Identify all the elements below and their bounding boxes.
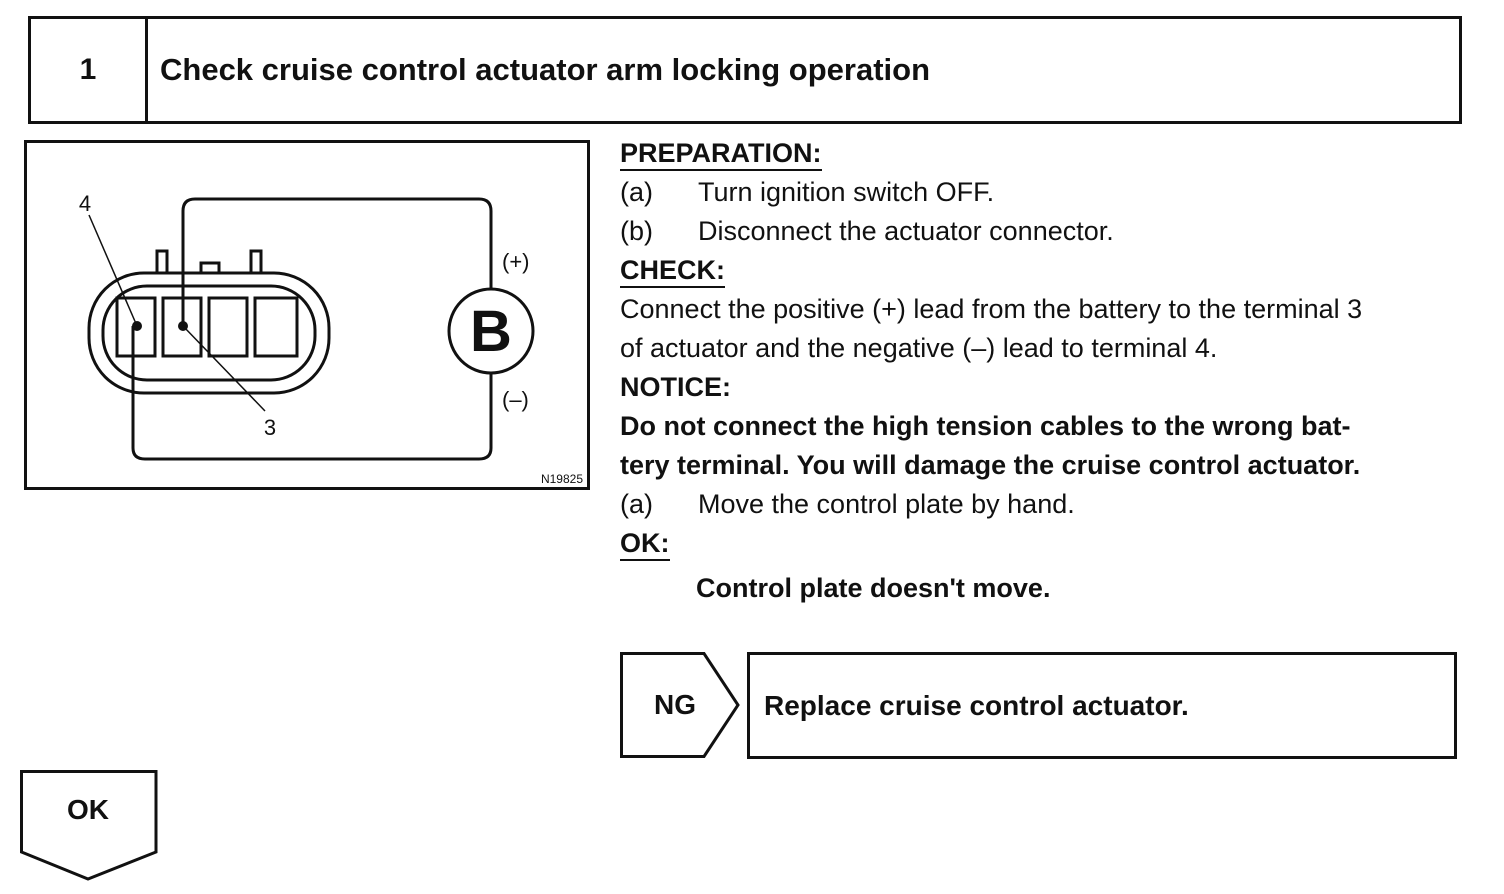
ng-label: NG bbox=[654, 689, 696, 720]
ok-label: OK bbox=[67, 794, 109, 825]
notice-line-2: tery terminal. You will damage the cruis… bbox=[620, 450, 1361, 480]
positive-lead-wire bbox=[181, 197, 493, 326]
negative-lead-wire bbox=[131, 326, 493, 461]
terminal-3-leader bbox=[182, 325, 266, 412]
ok-flow-box: OK bbox=[20, 770, 160, 882]
terminal-cavity-4 bbox=[115, 296, 157, 358]
item-letter: (b) bbox=[620, 216, 653, 246]
preparation-item-b: (b) Disconnect the actuator connector. bbox=[620, 212, 1470, 251]
check-line-1: Connect the positive (+) lead from the b… bbox=[620, 294, 1363, 324]
step-header: 1 Check cruise control actuator arm lock… bbox=[28, 16, 1462, 124]
connector-tab-center bbox=[199, 261, 221, 273]
battery-symbol bbox=[447, 287, 535, 375]
item-letter: (a) bbox=[620, 489, 653, 519]
check-line-2: of actuator and the negative (–) lead to… bbox=[620, 333, 1218, 363]
item-text: Move the control plate by hand. bbox=[698, 489, 1075, 519]
terminal-cavity-2 bbox=[207, 296, 249, 358]
ng-arrow-shape bbox=[620, 652, 740, 758]
terminal-4-label: 4 bbox=[79, 191, 91, 216]
item-text: Turn ignition switch OFF. bbox=[698, 177, 995, 207]
terminal-4-leader bbox=[88, 214, 138, 327]
negative-label: (–) bbox=[502, 387, 529, 412]
step-number: 1 bbox=[31, 19, 148, 121]
ok-spec-result: Control plate doesn't move. bbox=[696, 573, 1051, 603]
connector-tab-right bbox=[249, 249, 263, 273]
positive-label: (+) bbox=[502, 249, 530, 274]
ng-action-box: Replace cruise control actuator. bbox=[747, 652, 1457, 759]
procedure-text: PREPARATION: (a) Turn ignition switch OFF… bbox=[620, 134, 1470, 608]
connector-outer-shell bbox=[87, 271, 331, 395]
connector-diagram: B 4 3 (+) (–) N19825 bbox=[24, 140, 590, 490]
preparation-item-a: (a) Turn ignition switch OFF. bbox=[620, 173, 1470, 212]
terminal-cavity-1 bbox=[253, 296, 299, 358]
connector-inner-shell bbox=[101, 284, 317, 382]
ok-arrow-shape bbox=[20, 770, 158, 881]
notice-heading: NOTICE: bbox=[620, 372, 731, 402]
figure-code: N19825 bbox=[541, 472, 583, 486]
preparation-heading: PREPARATION: bbox=[620, 134, 1470, 173]
ng-flow-box: NG bbox=[620, 652, 740, 758]
connector-tab-left bbox=[155, 249, 169, 273]
step-a: (a) Move the control plate by hand. bbox=[620, 485, 1470, 524]
ok-spec-heading: OK: bbox=[620, 524, 1470, 563]
step-title: Check cruise control actuator arm lockin… bbox=[160, 52, 931, 87]
battery-letter: B bbox=[470, 299, 512, 364]
notice-line-1: Do not connect the high tension cables t… bbox=[620, 411, 1351, 441]
terminal-3-label: 3 bbox=[264, 415, 276, 440]
item-letter: (a) bbox=[620, 177, 653, 207]
item-text: Disconnect the actuator connector. bbox=[698, 216, 1114, 246]
connector-diagram-svg: B 4 3 (+) (–) N19825 bbox=[79, 191, 583, 486]
check-heading: CHECK: bbox=[620, 251, 1470, 290]
